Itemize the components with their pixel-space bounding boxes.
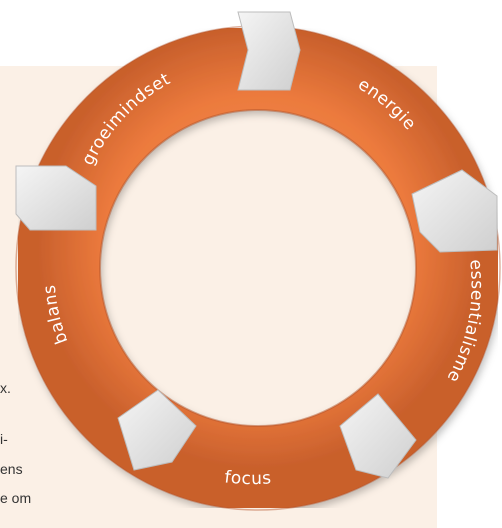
ring-band-bottom-right	[339, 393, 417, 479]
ring-band-bottom-left	[117, 389, 197, 471]
ring-band-right	[411, 169, 498, 253]
ring-band-top	[237, 11, 301, 91]
text-fragment-2: i-	[0, 431, 8, 447]
ring-label-focus: focus	[223, 467, 272, 489]
text-fragment-3: ens	[0, 461, 23, 477]
text-fragment-4: e om	[0, 490, 32, 506]
ring-band-left	[15, 165, 97, 231]
text-fragment-1: x.	[0, 380, 11, 396]
